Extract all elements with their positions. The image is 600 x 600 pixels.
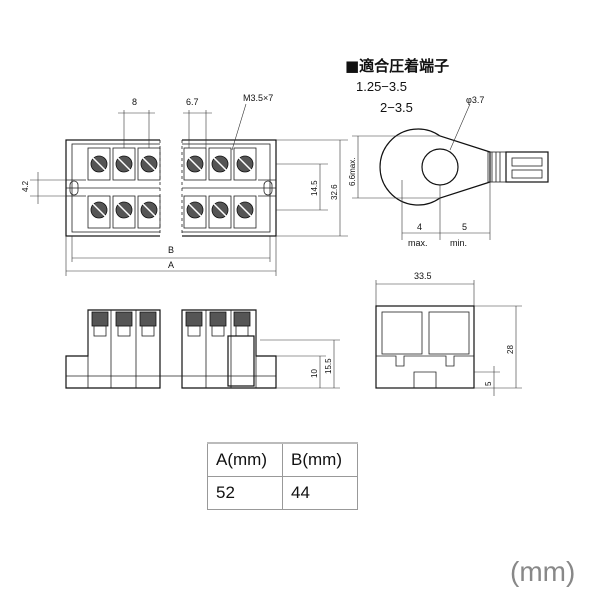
crimp-terminal-drawing: φ3.7 6.6max. 4 max. 5 min.	[348, 95, 549, 248]
terminal-size-2: 2−3.5	[380, 100, 413, 115]
dim-4-max-label: max.	[408, 238, 428, 248]
side-view: 33.5 28 5	[375, 271, 522, 396]
side-foot-label: 5	[484, 381, 493, 386]
top-view: 8 6.7 M3.5×7 4.2 14.5 32.6 B A	[21, 93, 348, 276]
terminal-screws-top	[87, 147, 257, 181]
terminal-width-label: 6.6max.	[348, 158, 357, 186]
terminal-screws-bottom	[87, 195, 257, 229]
dimensions-table: A(mm) B(mm) 52 44	[207, 442, 358, 510]
side-height-label: 28	[506, 345, 515, 354]
terminal-size-1: 1.25−3.5	[356, 79, 407, 94]
dim-b-label: B	[168, 245, 174, 255]
dim-a-label: A	[168, 260, 174, 270]
table-value-b: 44	[282, 476, 358, 510]
height-14-5-label: 14.5	[310, 180, 319, 196]
front-height-10-label: 10	[310, 369, 319, 378]
crimp-terminal-title: ■適合圧着端子	[345, 57, 450, 75]
dim-5-label: 5	[462, 222, 467, 232]
front-view: 10 15.5	[65, 309, 340, 389]
table-header-b: B(mm)	[282, 442, 358, 477]
screw-spec-label: M3.5×7	[243, 93, 273, 103]
height-4-2-label: 4.2	[21, 180, 30, 192]
front-height-15-5-label: 15.5	[324, 358, 333, 374]
dim-4-label: 4	[417, 222, 422, 232]
height-32-6-label: 32.6	[330, 184, 339, 200]
side-width-label: 33.5	[414, 271, 432, 281]
table-header-a: A(mm)	[207, 442, 283, 477]
table-value-a: 52	[207, 476, 283, 510]
unit-label: (mm)	[510, 556, 576, 587]
pitch-6-7-label: 6.7	[186, 97, 199, 107]
hole-dia-label: φ3.7	[466, 95, 484, 105]
dim-5-min-label: min.	[450, 238, 467, 248]
pitch-8-label: 8	[132, 97, 137, 107]
